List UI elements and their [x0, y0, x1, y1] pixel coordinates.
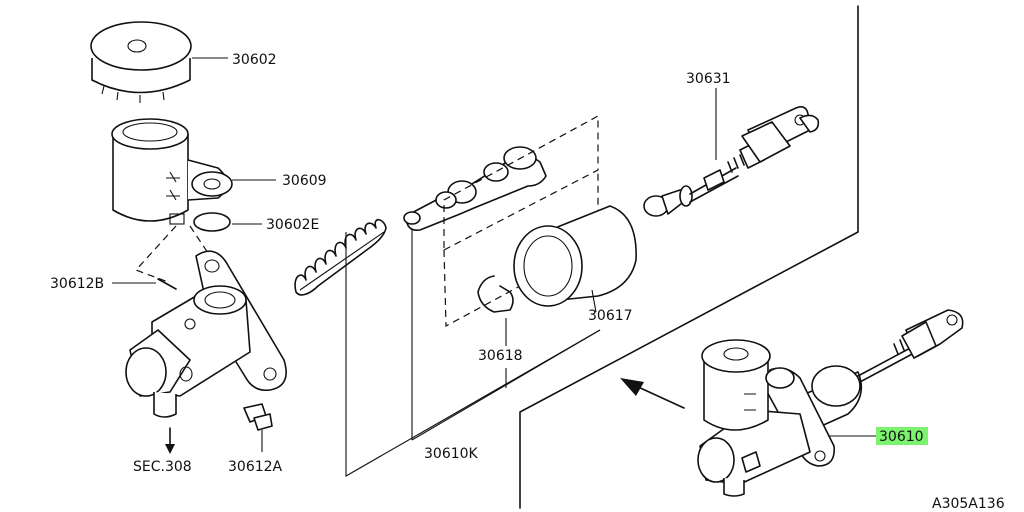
label-30631: 30631	[686, 71, 731, 87]
reservoir-cap-30602	[90, 21, 192, 103]
highlight-30610	[876, 427, 928, 445]
label-30618: 30618	[478, 348, 523, 364]
direction-arrow	[620, 378, 685, 409]
piston-rod	[403, 146, 547, 232]
reservoir-30609	[111, 118, 233, 225]
assembly-frame	[345, 5, 859, 509]
pushrod-30631	[643, 106, 820, 217]
assembled-cylinder-30610	[697, 309, 964, 497]
spring	[294, 218, 387, 296]
label-30610k: 30610K	[424, 446, 479, 462]
label-30612b: 30612B	[50, 276, 104, 292]
label-30610: 30610	[879, 429, 924, 445]
sec-arrow	[165, 427, 175, 454]
label-30617: 30617	[588, 308, 633, 324]
label-30602: 30602	[232, 52, 277, 68]
label-sec-308: SEC.308	[133, 459, 192, 475]
snap-ring-30618	[477, 275, 514, 313]
diagram-code: A305A136	[932, 496, 1005, 512]
bleeder-30612a	[243, 403, 273, 431]
master-cylinder-body	[125, 250, 287, 418]
pin-30612b	[157, 278, 177, 290]
label-30609: 30609	[282, 173, 327, 189]
label-30612a: 30612A	[228, 459, 283, 475]
boot-30617	[513, 205, 637, 307]
seal-30602e	[193, 212, 231, 232]
label-30602e: 30602E	[266, 217, 319, 233]
